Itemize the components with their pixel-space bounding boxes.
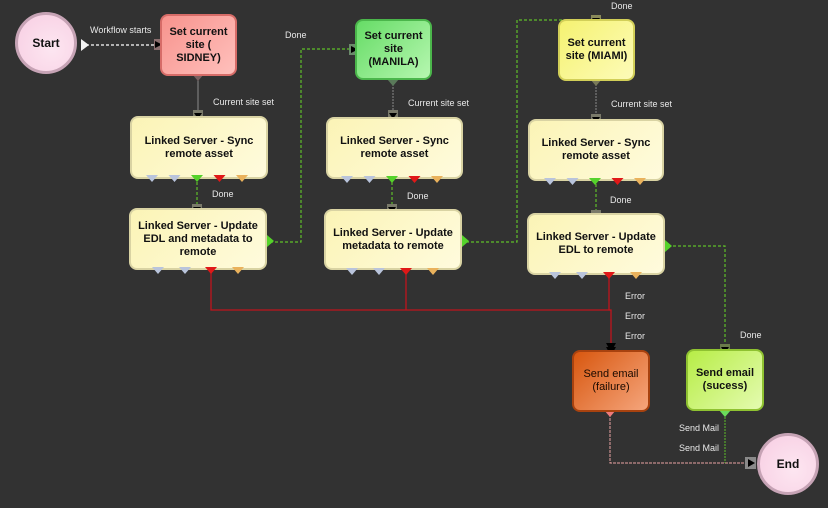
- node-start[interactable]: Start: [15, 12, 77, 74]
- edge-label: Done: [407, 191, 429, 201]
- edge-update1-error[interactable]: [210, 272, 610, 311]
- edge-update3-error[interactable]: [608, 277, 612, 350]
- label-line: metadata to remote: [342, 239, 444, 252]
- label-line: site (MIAMI): [565, 50, 628, 62]
- node-label: Send email(failure): [583, 368, 638, 394]
- arrow-icon: [389, 113, 397, 119]
- start-output-port[interactable]: [81, 39, 89, 51]
- node-send-email-success[interactable]: Send email(sucess): [686, 349, 764, 411]
- label-line: remote asset: [562, 150, 630, 162]
- edge-label: Current site set: [408, 98, 470, 108]
- label-line: Send email: [695, 367, 755, 379]
- edge-label: Send Mail: [679, 423, 720, 433]
- label-line: site: [384, 43, 403, 55]
- edge-update1-to-manila[interactable]: [270, 48, 350, 243]
- edge-label: Error: [625, 331, 645, 341]
- edge-label: Done: [212, 189, 234, 199]
- edge-label: Current site set: [611, 99, 673, 109]
- label-line: Set current: [567, 37, 626, 49]
- label-line: remote asset: [165, 147, 233, 160]
- edge-label: Error: [625, 291, 645, 301]
- manila-output-port[interactable]: [387, 79, 399, 86]
- node-end[interactable]: End: [757, 433, 819, 495]
- edge-label: Send Mail: [679, 443, 720, 453]
- label-line: remote asset: [360, 148, 429, 160]
- label-line: EDL and metadata to: [143, 232, 253, 245]
- label-line: remote: [179, 245, 217, 258]
- label-line: Set current: [169, 25, 228, 38]
- label-line: Linked Server - Update: [536, 231, 656, 243]
- label-line: Linked Server - Update: [138, 219, 258, 232]
- edge-label: Done: [740, 330, 762, 340]
- edge-update2-to-miami[interactable]: [466, 19, 596, 243]
- label-line: Linked Server - Update: [333, 226, 453, 239]
- arrow-icon: [155, 41, 162, 48]
- label-line: (sucess): [702, 380, 748, 392]
- edge-label: Done: [611, 1, 633, 11]
- arrow-icon: [748, 459, 755, 467]
- edge-label: Done: [610, 195, 632, 205]
- edge-label: Workflow starts: [90, 25, 152, 35]
- arrow-icon: [351, 46, 358, 53]
- label-line: Set current: [364, 30, 423, 42]
- label-line: Linked Server - Sync: [541, 137, 651, 149]
- label-line: Send email: [583, 368, 639, 380]
- edge-update3-to-success[interactable]: [668, 245, 726, 350]
- label-line: site ( SIDNEY): [176, 38, 221, 64]
- node-label: Start: [32, 35, 60, 50]
- edge-fail-to-end[interactable]: [609, 414, 748, 464]
- edge-label: Error: [625, 311, 645, 321]
- label-line: Linked Server - Sync: [340, 135, 449, 147]
- label-line: (failure): [592, 381, 630, 393]
- success-output-port[interactable]: [719, 410, 731, 417]
- edge-label: Current site set: [213, 97, 275, 107]
- edge-label: Done: [285, 30, 307, 40]
- node-send-email-failure[interactable]: Send email(failure): [572, 350, 650, 412]
- label-line: (MANILA): [368, 56, 419, 68]
- label-line: Linked Server - Sync: [144, 134, 254, 147]
- node-label: Send email(sucess): [696, 367, 754, 393]
- node-label: End: [776, 456, 800, 471]
- label-line: EDL to remote: [558, 244, 634, 256]
